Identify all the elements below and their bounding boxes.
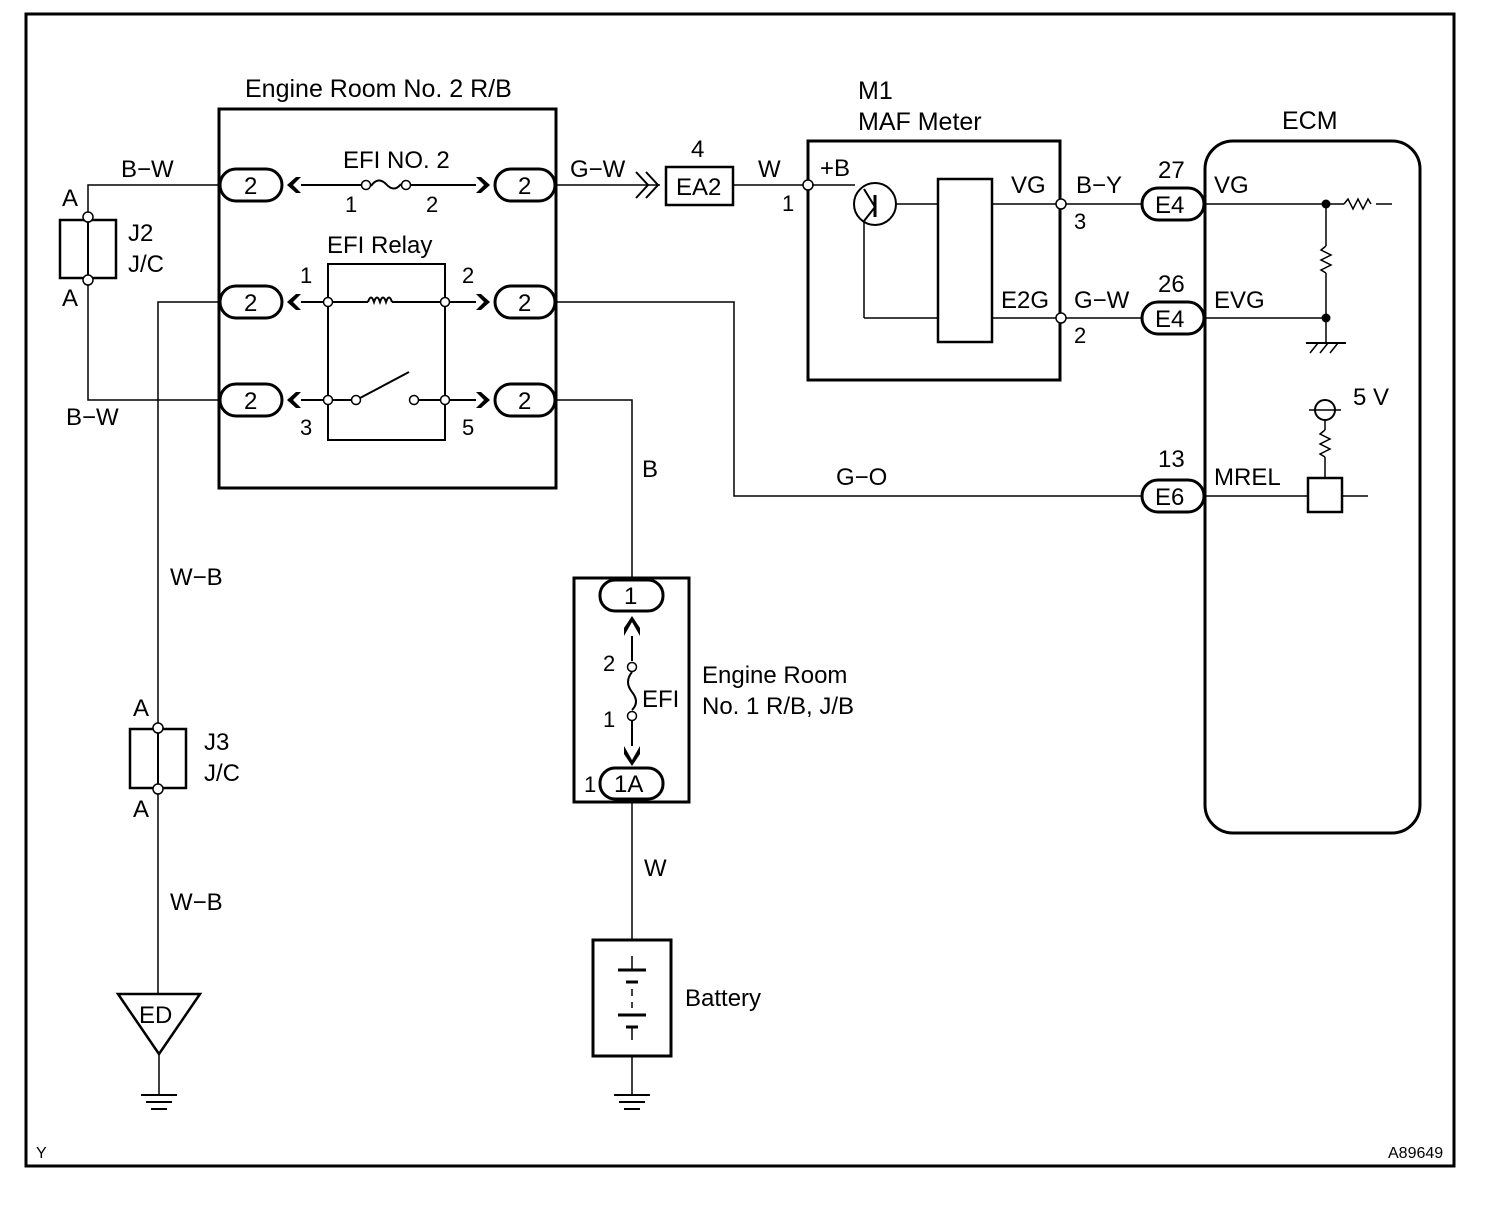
svg-text:A: A [62,285,78,312]
svg-text:13: 13 [1158,446,1185,473]
svg-text:27: 27 [1158,157,1185,184]
svg-text:MREL: MREL [1214,464,1281,491]
svg-text:1: 1 [782,191,794,216]
svg-text:2: 2 [603,651,615,676]
svg-text:EA2: EA2 [676,174,721,201]
svg-text:4: 4 [691,136,704,163]
svg-text:J3: J3 [204,729,229,756]
frame-code-right: A89649 [1388,1145,1443,1162]
svg-text:M1: M1 [858,77,893,105]
svg-text:2: 2 [462,263,474,288]
svg-text:3: 3 [1074,209,1086,234]
svg-text:J2: J2 [128,220,153,247]
svg-text:A: A [133,695,149,722]
svg-text:VG: VG [1011,172,1046,199]
svg-text:3: 3 [300,415,312,440]
efi-no2-fuse: EFI NO. 2 1 2 [301,147,476,217]
svg-text:No. 1 R/B, J/B: No. 1 R/B, J/B [702,693,854,720]
svg-text:A: A [133,796,149,823]
ground-icon [141,1094,177,1110]
svg-text:VG: VG [1214,172,1249,199]
svg-text:2: 2 [244,388,257,415]
svg-text:2: 2 [244,290,257,317]
svg-text:1: 1 [584,772,596,797]
svg-text:2: 2 [244,173,257,200]
er2-connector-right-1 [493,167,557,203]
svg-text:E4: E4 [1155,192,1184,219]
svg-text:ECM: ECM [1282,107,1338,135]
diagram-frame [24,12,1456,1168]
wire-label-gw-maf: G−W [1074,287,1130,314]
engine-room-no2-rb: Engine Room No. 2 R/B 2 2 2 2 2 2 EFI NO… [217,75,558,490]
svg-text:EFI Relay: EFI Relay [327,232,432,259]
ecm: ECM E4 27 VG E4 26 EVG E6 13 MREL 5 [1140,107,1422,835]
svg-text:Engine Room: Engine Room [702,662,847,689]
svg-text:5: 5 [462,415,474,440]
svg-text:EFI: EFI [642,686,679,713]
svg-text:5 V: 5 V [1353,384,1389,411]
svg-text:2: 2 [518,173,531,200]
svg-text:1: 1 [603,707,615,732]
wire-label-wb-lower: W−B [170,889,223,916]
j3-junction-connector: A A J3 J/C [128,695,240,823]
svg-text:EVG: EVG [1214,287,1265,314]
engine-room-no1-rb-jb: 1 1A 1 2 1 EFI Engine Room No. 1 R/B, J/… [572,576,854,804]
wire-label-w-maf: W [758,156,781,183]
wire-label-bw-top: B−W [121,156,174,183]
svg-text:J/C: J/C [128,251,164,278]
svg-text:2: 2 [518,388,531,415]
frame-code-left: Y [36,1145,47,1162]
svg-text:EFI NO. 2: EFI NO. 2 [343,147,450,174]
svg-text:E6: E6 [1155,484,1184,511]
wire-label-wb-upper: W−B [170,564,223,591]
svg-text:2: 2 [518,290,531,317]
svg-text:+B: +B [820,155,850,182]
svg-text:2: 2 [426,192,438,217]
svg-text:1: 1 [345,192,357,217]
svg-text:1A: 1A [614,771,643,798]
wire-label-go: G−O [836,464,887,491]
battery: Battery [591,938,761,1058]
svg-text:E4: E4 [1155,306,1184,333]
er2-title: Engine Room No. 2 R/B [245,75,512,103]
ecm-connector-e4-vg [1140,186,1206,222]
ea2-connector: EA2 4 [635,136,735,207]
svg-text:Battery: Battery [685,985,761,1012]
wire-label-bw-bottom: B−W [66,404,119,431]
svg-text:26: 26 [1158,271,1185,298]
wire-label-by: B−Y [1076,172,1122,199]
ground-icon [614,1094,650,1110]
svg-text:ED: ED [139,1002,172,1029]
wire-label-gw-er2: G−W [570,156,626,183]
svg-text:2: 2 [1074,323,1086,348]
svg-text:J/C: J/C [204,760,240,787]
er2-connector-right-3 [493,382,557,418]
ground-point-ed: ED [115,992,203,1094]
wire-label-b: B [642,456,658,483]
ecm-connector-e4-evg [1140,300,1206,336]
svg-text:1: 1 [624,583,637,610]
svg-text:A: A [62,185,78,212]
j2-junction-connector: A A J2 J/C [58,185,164,312]
wire-label-w-battery: W [644,855,667,882]
efi-relay: EFI Relay 1 2 3 5 [300,232,476,441]
svg-text:E2G: E2G [1001,287,1049,314]
maf-meter: M1 MAF Meter +B 1 VG E2G 3 2 [782,77,1086,382]
svg-text:1: 1 [300,263,312,288]
svg-text:MAF Meter: MAF Meter [858,108,982,136]
er2-connector-right-2 [493,284,557,320]
